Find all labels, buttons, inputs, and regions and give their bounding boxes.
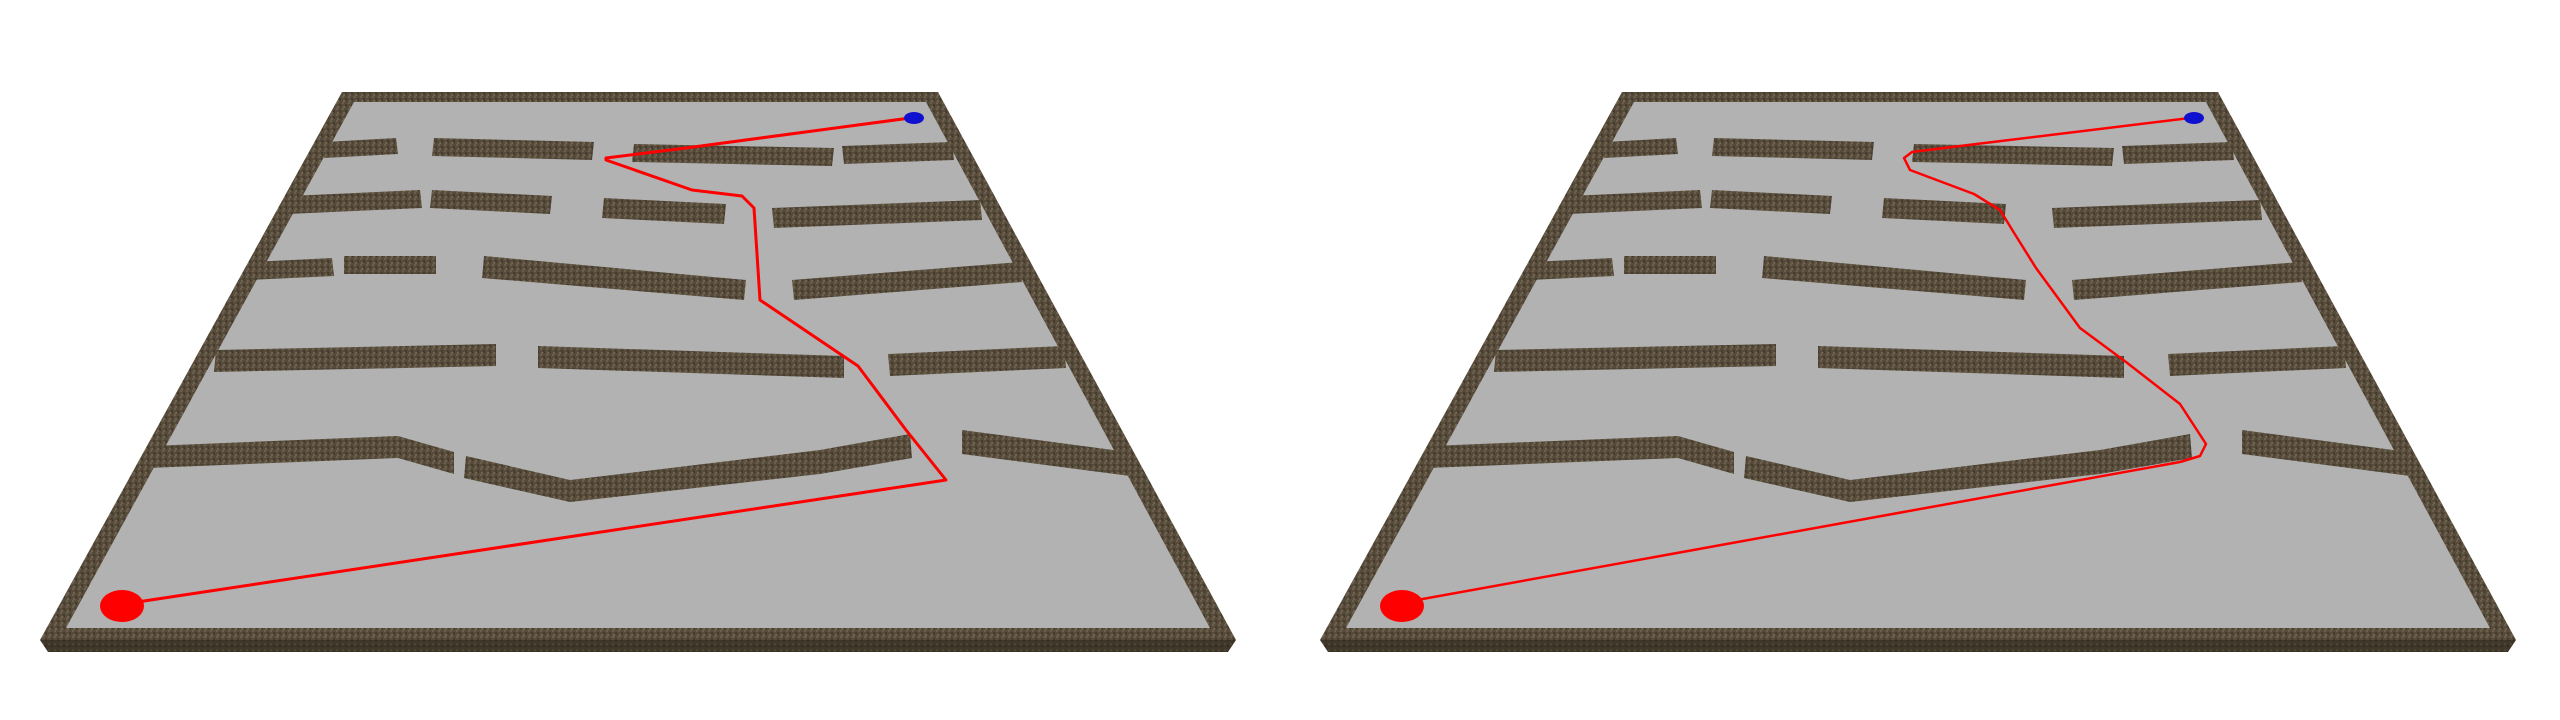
maze-walls: [1428, 138, 2410, 502]
start-marker: [1380, 590, 1424, 622]
goal-marker: [904, 112, 924, 124]
solution-path: [1405, 116, 2208, 604]
maze-front-face: [40, 640, 1236, 652]
start-marker: [100, 590, 144, 622]
left-maze-panel: [40, 92, 1236, 652]
right-maze-panel: [1320, 92, 2516, 652]
solution-path: [123, 116, 948, 606]
maze-front-face: [1320, 640, 2516, 652]
maze-walls: [148, 138, 1130, 502]
goal-marker: [2184, 112, 2204, 124]
